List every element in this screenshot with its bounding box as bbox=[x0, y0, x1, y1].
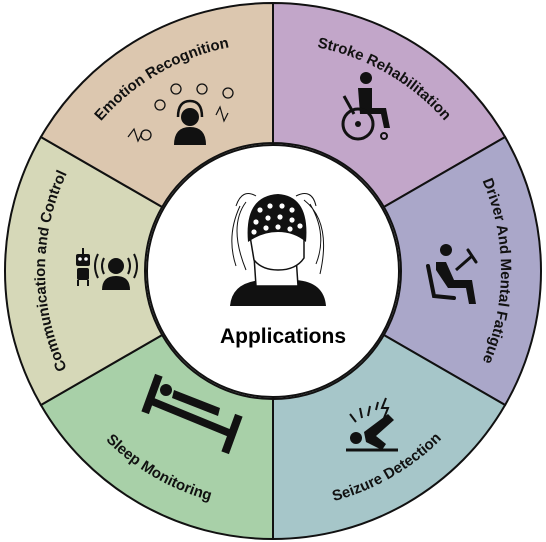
robot-and-speaking-person-icon bbox=[76, 248, 138, 290]
wheelchair-user-icon bbox=[341, 72, 390, 141]
eeg-cap-head-icon bbox=[230, 193, 326, 306]
person-in-bed-icon bbox=[141, 373, 243, 455]
driver-seat-icon bbox=[426, 244, 478, 304]
emotion-faces-person-icon bbox=[127, 83, 234, 145]
segment-emotion-recognition bbox=[39, 1, 274, 209]
center-title: Applications bbox=[220, 325, 346, 348]
segment-seizure-detection bbox=[272, 333, 507, 541]
segment-driver-fatigue bbox=[382, 135, 542, 407]
fallen-person-seizure-icon bbox=[346, 397, 398, 452]
segment-stroke-rehabilitation bbox=[272, 1, 507, 209]
segment-sleep-monitoring bbox=[39, 333, 274, 541]
